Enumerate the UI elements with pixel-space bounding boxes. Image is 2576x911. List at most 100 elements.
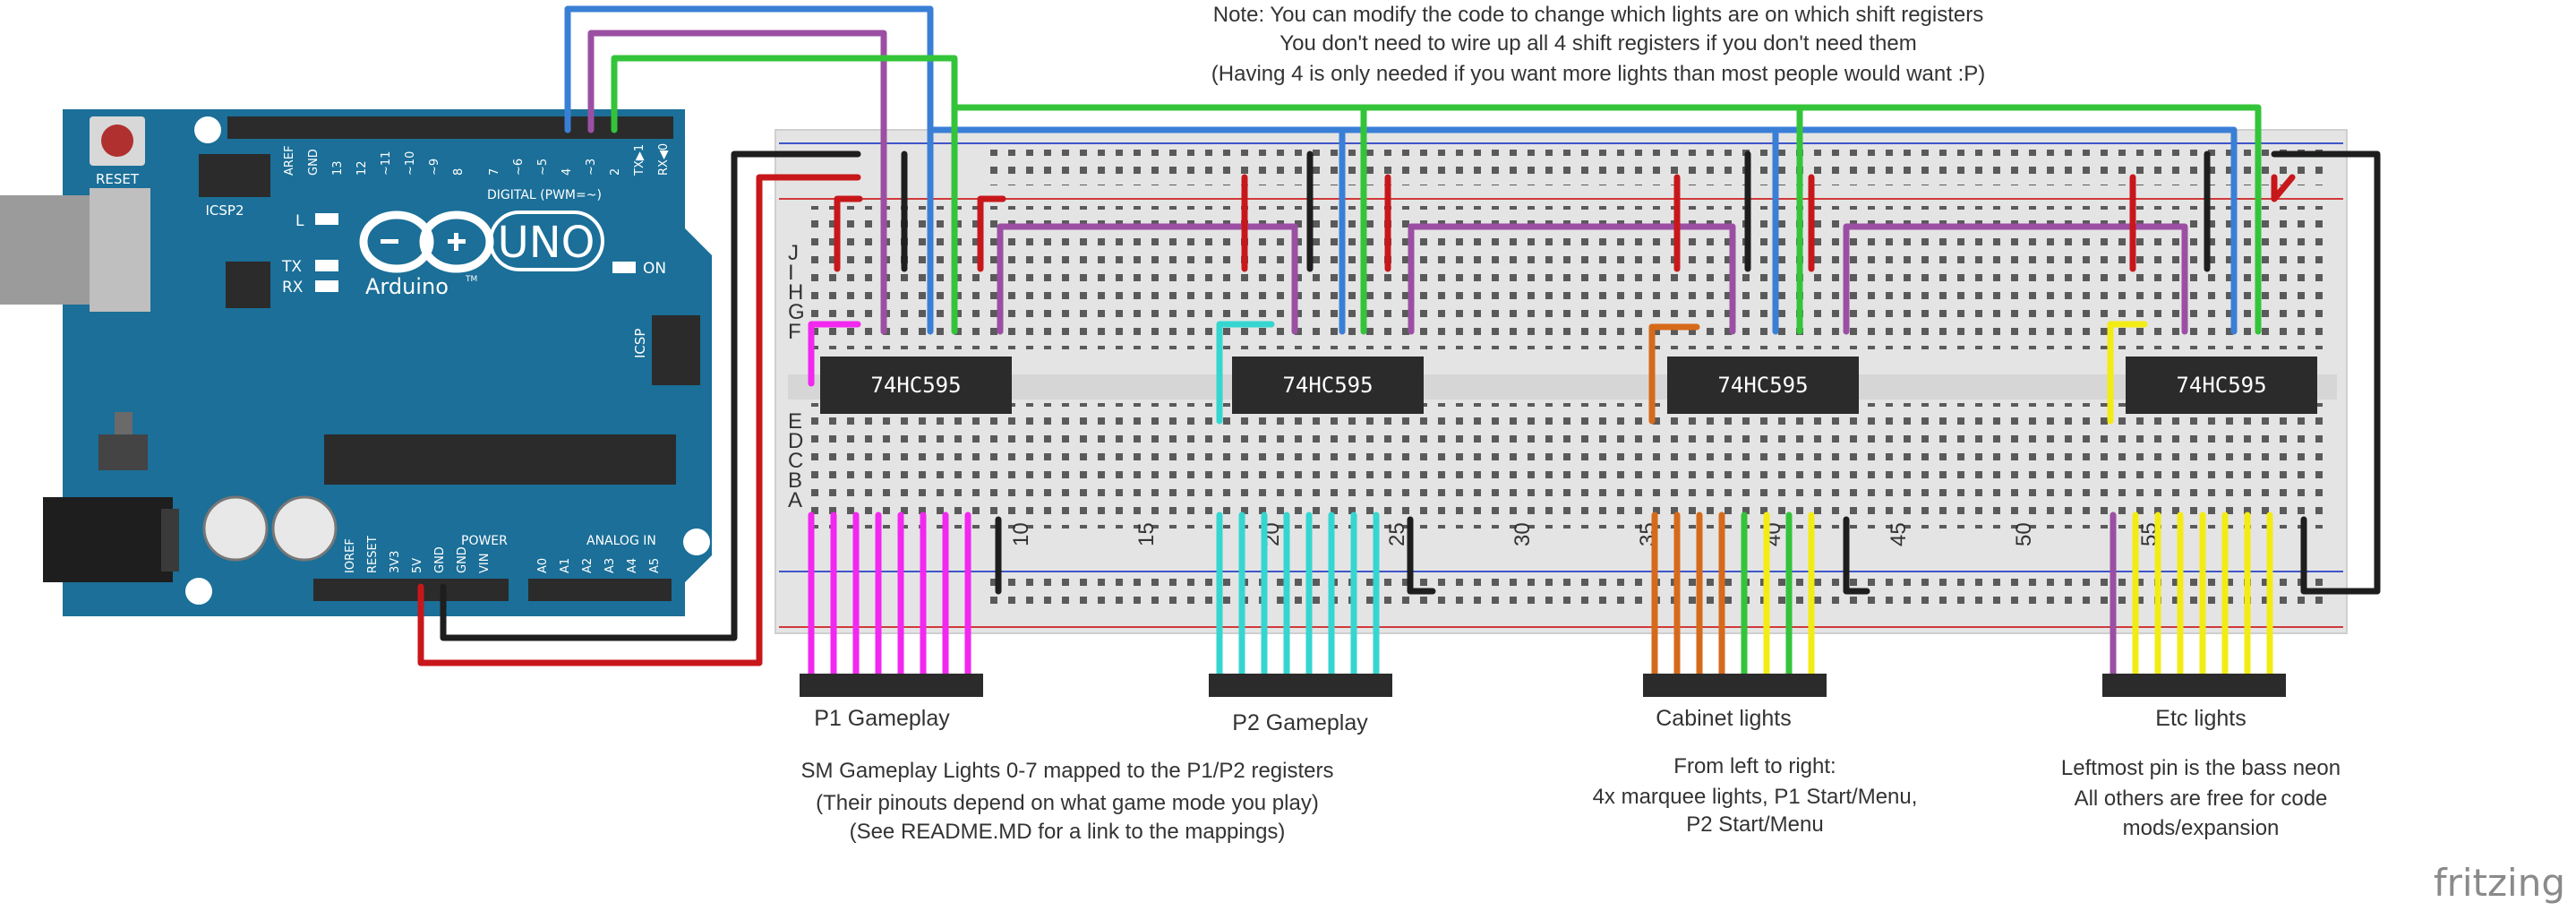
wire-red-5v (417, 174, 861, 666)
label-cabinet-lights: Cabinet lights (1656, 706, 1791, 731)
col-num-50: 50 (2012, 522, 2036, 546)
tx-led-label: TX (281, 258, 302, 276)
chip-3-body (1667, 357, 1859, 414)
descriptions: SM Gameplay Lights 0-7 mapped to the P1/… (801, 754, 2341, 844)
icsp2-header (199, 154, 270, 197)
output-wire-group (808, 511, 2273, 684)
pin-label-8: 8 (452, 168, 466, 176)
pin-label-gnd-1: GND (433, 546, 447, 573)
chip-3: 74HC595 (1667, 357, 1859, 414)
reset-button-icon[interactable] (90, 116, 145, 166)
col-num-10: 10 (1009, 522, 1033, 546)
digital-label: DIGITAL (PWM=~) (487, 188, 602, 202)
pin-label-a0: A0 (536, 558, 550, 573)
row-letter-i: I (788, 261, 794, 285)
usb-port-icon (0, 188, 150, 312)
power-label: POWER (461, 534, 508, 548)
on-led (612, 262, 636, 273)
shift-register-chips: 74HC595 74HC595 74HC595 74HC595 (820, 357, 2317, 414)
note-line-1: Note: You can modify the code to change … (1213, 3, 1984, 27)
output-headers: P1 Gameplay P2 Gameplay Cabinet lights E… (800, 674, 2286, 735)
wire-magenta-stub (808, 321, 861, 387)
desc-etc-line-3: mods/expansion (2123, 816, 2280, 840)
row-letter-e: E (788, 409, 802, 434)
mount-hole-1 (194, 116, 221, 143)
usb-controller-chip (226, 262, 270, 308)
capacitor-1 (202, 495, 269, 562)
pin-label-aref: AREF (283, 145, 296, 176)
desc-etc-line-2: All others are free for code (2075, 786, 2328, 811)
top-hole-field (806, 206, 2328, 349)
wire-red-stubs (834, 174, 2296, 272)
reset-label: RESET (96, 171, 140, 187)
power-pin-labels: IOREF RESET 3V3 5V GND GND VIN (344, 536, 492, 573)
chip-1-label: 74HC595 (870, 373, 961, 398)
atmega-chip (324, 434, 676, 485)
wire-purple-bus (587, 30, 887, 335)
l-led (315, 213, 338, 225)
pin-label-11: ~11 (380, 151, 393, 176)
row-letters: J I H G F E D C B A (788, 241, 805, 512)
pin-label-3v3: 3V3 (389, 551, 402, 573)
pin-label-5: ~5 (536, 159, 550, 176)
chip-2: 74HC595 (1232, 357, 1424, 414)
chip-4-label: 74HC595 (2176, 373, 2266, 398)
note-line-2: You don't need to wire up all 4 shift re… (1279, 31, 1916, 56)
pin-label-13: 13 (331, 160, 345, 176)
fritzing-watermark: fritzing (2434, 861, 2565, 905)
mount-hole-3 (185, 578, 212, 605)
top-pin-labels: AREF GND 13 12 ~11 ~10 ~9 8 7 ~6 ~5 4 ~3… (283, 143, 671, 176)
header-etc-lights (2102, 674, 2286, 697)
center-channel (788, 374, 2337, 400)
arduino-brand-text: Arduino (365, 274, 449, 299)
pin-label-2: 2 (609, 168, 622, 176)
bottom-hole-field (806, 403, 2328, 529)
pin-label-ioref: IOREF (344, 538, 357, 573)
wire-black-stubs (901, 150, 2381, 595)
arduino-uno-board: RESET ICSP2 L TX RX ON UNO Arduino TM (0, 109, 712, 616)
pin-label-tx1: TX▶1 (633, 144, 646, 176)
on-led-label: ON (643, 260, 666, 278)
col-num-30: 30 (1511, 522, 1535, 546)
analog-pin-labels: A0 A1 A2 A3 A4 A5 (536, 558, 662, 573)
pin-label-a1: A1 (559, 558, 572, 573)
col-num-45: 45 (1887, 522, 1911, 546)
row-letter-d: D (788, 429, 803, 453)
pin-label-gnd-2: GND (456, 546, 469, 573)
row-letter-b: B (788, 468, 802, 493)
capacitor-2 (271, 495, 338, 562)
mount-hole-4 (683, 529, 710, 555)
pin-label-rx0: RX◀0 (657, 143, 671, 176)
icsp-header (652, 315, 700, 385)
desc-etc-line-1: Leftmost pin is the bass neon (2061, 756, 2341, 780)
label-p2-gameplay: P2 Gameplay (1232, 710, 1368, 735)
pin-label-a2: A2 (581, 558, 595, 573)
wire-purple-chain (997, 223, 2188, 335)
pin-label-a3: A3 (603, 558, 617, 573)
label-p1-gameplay: P1 Gameplay (814, 706, 950, 731)
pin-label-10: ~10 (404, 151, 417, 176)
row-letter-h: H (788, 280, 803, 305)
pin-label-vin: VIN (478, 554, 492, 573)
wire-blue-bus (564, 5, 2238, 335)
row-letter-a: A (788, 488, 802, 512)
header-cabinet-lights (1643, 674, 1827, 697)
pin-label-3: ~3 (585, 159, 598, 176)
label-etc-lights: Etc lights (2155, 706, 2246, 731)
header-p1-gameplay (800, 674, 983, 697)
notes: Note: You can modify the code to change … (1211, 3, 1985, 86)
desc-cabinet-line-2: 4x marquee lights, P1 Start/Menu, (1593, 785, 1918, 809)
chip-2-body (1232, 357, 1424, 414)
header-p2-gameplay (1209, 674, 1392, 697)
desc-cabinet-line-1: From left to right: (1673, 754, 1836, 778)
chip-3-label: 74HC595 (1717, 373, 1808, 398)
row-letter-g: G (788, 300, 805, 324)
rx-led-label: RX (282, 279, 304, 297)
note-line-3: (Having 4 is only needed if you want mor… (1211, 62, 1985, 86)
desc-cabinet-line-3: P2 Start/Menu (1686, 812, 1823, 837)
top-header-right (484, 116, 673, 139)
arduino-pcb (63, 109, 712, 616)
pin-label-7: 7 (488, 168, 501, 176)
desc-gameplay-line-3: (See README.MD for a link to the mapping… (850, 820, 1286, 844)
wire-black-gnd (440, 150, 861, 641)
